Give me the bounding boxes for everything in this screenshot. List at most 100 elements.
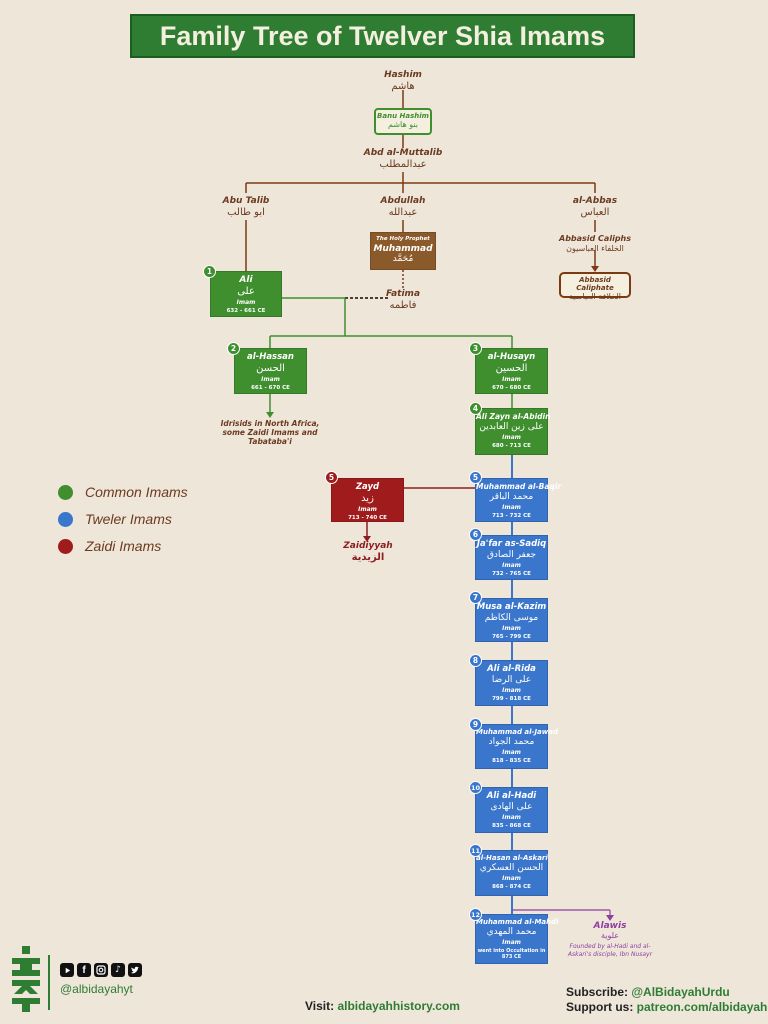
imam-role: Imam xyxy=(502,376,521,383)
node-name: Hashim xyxy=(384,70,422,80)
imam-name: Muhammad al-Baqir xyxy=(476,482,562,491)
node-name: Banu Hashim xyxy=(377,112,429,120)
facebook-icon[interactable]: f xyxy=(77,963,91,977)
imam-arabic: الحسن xyxy=(256,363,285,374)
legend-item: Tweler Imams xyxy=(58,511,188,527)
twitter-icon[interactable] xyxy=(128,963,142,977)
imam-role: Imam xyxy=(502,434,521,441)
imam-arabic: محمد الجواد xyxy=(488,737,535,747)
node-abd-al-muttalib: Abd al-Muttalib عبدالمطلب xyxy=(353,148,453,170)
imam-arabic: جعفر الصادق xyxy=(486,550,537,560)
node-name: Abd al-Muttalib xyxy=(363,148,443,158)
imam-number-badge: 7 xyxy=(469,591,482,604)
imam-name: Musa al-Kazim xyxy=(476,602,547,612)
tiktok-icon[interactable]: ♪ xyxy=(111,963,125,977)
imam-role: Imam xyxy=(502,875,521,882)
imam-card-jafar-as-sadiq: Ja'far as-Sadiq جعفر الصادق Imam 732 - 7… xyxy=(475,535,548,580)
imam-role: Imam xyxy=(502,814,521,821)
imam-years: 661 - 670 CE xyxy=(251,385,290,391)
patreon-link[interactable]: patreon.com/albidayah xyxy=(636,1000,768,1014)
imam-years: 670 - 680 CE xyxy=(492,385,531,391)
node-arabic: مُحَمَّد xyxy=(392,254,414,264)
imam-role: Imam xyxy=(502,625,521,632)
support-line: Support us: patreon.com/albidayah xyxy=(566,1000,767,1014)
node-abu-talib: Abu Talib ابو طالب xyxy=(206,196,286,218)
visit-label: Visit: xyxy=(305,999,335,1013)
title-banner: Family Tree of Twelver Shia Imams xyxy=(130,14,635,58)
legend: Common Imams Tweler Imams Zaidi Imams xyxy=(58,484,188,554)
page-title: Family Tree of Twelver Shia Imams xyxy=(159,20,606,51)
imam-number-badge: 10 xyxy=(469,781,482,794)
instagram-icon[interactable] xyxy=(94,963,108,977)
social-handle[interactable]: @albidayahyt xyxy=(60,982,133,996)
imam-arabic: محمد المهدي xyxy=(486,927,537,937)
imam-years: 713 - 740 CE xyxy=(348,515,387,521)
node-arabic: هاشم xyxy=(391,81,415,92)
imam-card-ali-al-hadi: Ali al-Hadi علی الهادی Imam 835 - 868 CE xyxy=(475,787,548,833)
subscribe-link[interactable]: @AlBidayahUrdu xyxy=(631,985,730,999)
imam-arabic: الحسن العسكري xyxy=(479,863,544,873)
imam-role: Imam xyxy=(502,687,521,694)
node-name: al-Abbas xyxy=(572,196,618,206)
imam-number-badge: 12 xyxy=(469,908,482,921)
imam-number-badge: 5 xyxy=(325,471,338,484)
imam-number-badge: 11 xyxy=(469,844,482,857)
imam-number-badge: 1 xyxy=(203,265,216,278)
imam-name: al-Hasan al-Askari xyxy=(476,854,548,862)
youtube-icon[interactable] xyxy=(60,963,74,977)
node-hashim: Hashim هاشم xyxy=(363,70,443,92)
imam-years: 835 - 868 CE xyxy=(492,823,531,829)
node-abbasid-caliphs: Abbasid Caliphs الخلفاء العباسيون xyxy=(553,234,637,253)
imam-years: 732 - 765 CE xyxy=(492,571,531,577)
imam-card-ali-al-rida: Ali al-Rida علی الرضا Imam 799 - 818 CE xyxy=(475,660,548,706)
imam-card-muhammad-al-mahdi: Muhammad al-Mahdi محمد المهدي Imam went … xyxy=(475,914,559,964)
node-banu-hashim: Banu Hashim بنو هاشم xyxy=(374,108,432,135)
imam-role: Imam xyxy=(502,939,521,946)
imam-card-zayd: Zayd زيد Imam 713 - 740 CE xyxy=(331,478,404,522)
node-arabic: الخلفاء العباسيون xyxy=(566,244,624,253)
imam-role: Imam xyxy=(236,299,256,306)
offshoot-note: Founded by al-Hadi and al-Askari's disci… xyxy=(567,943,653,958)
node-name: Fatima xyxy=(385,289,421,299)
legend-label: Common Imams xyxy=(85,484,188,500)
imam-arabic: محمد الباقر xyxy=(489,492,534,502)
node-name: Abu Talib xyxy=(222,196,270,206)
legend-label: Tweler Imams xyxy=(85,511,172,527)
imam-role: Imam xyxy=(358,506,377,513)
logo-divider xyxy=(48,955,50,1010)
imam-role: Imam xyxy=(261,376,280,383)
imam-name: Muhammad al-Mahdi xyxy=(476,918,559,926)
imam-card-ali: Ali علی Imam 632 - 661 CE xyxy=(210,271,282,317)
node-arabic: عبدالله xyxy=(388,207,418,218)
imam-number-badge: 3 xyxy=(469,342,482,355)
imam-card-ali-zayn-al-abidin: Ali Zayn al-Abidin علی زین العابدین Imam… xyxy=(475,408,550,455)
subscribe-label: Subscribe: xyxy=(566,985,629,999)
website-link[interactable]: albidayahhistory.com xyxy=(337,999,460,1013)
node-abdullah: Abdullah عبدالله xyxy=(363,196,443,218)
offshoot-alawis: Alawis علوية Founded by al-Hadi and al-A… xyxy=(560,921,660,959)
imam-years: 680 - 713 CE xyxy=(492,443,531,449)
node-name: Abdullah xyxy=(380,196,426,206)
support-label: Support us: xyxy=(566,1000,634,1014)
imam-number-badge: 4 xyxy=(469,402,482,415)
imam-name: Ali al-Rida xyxy=(487,664,536,674)
imam-arabic: زيد xyxy=(361,493,374,504)
imam-card-al-husayn: al-Husayn الحسين Imam 670 - 680 CE xyxy=(475,348,548,394)
imam-name: Ali xyxy=(239,275,253,285)
social-icons: f ♪ xyxy=(60,963,142,977)
legend-item: Zaidi Imams xyxy=(58,538,188,554)
imam-name: Ali al-Hadi xyxy=(486,791,537,801)
node-fatima: Fatima فاطمه xyxy=(383,289,423,311)
imam-arabic: علی xyxy=(237,286,255,297)
imam-name: al-Husayn xyxy=(487,352,536,362)
imam-years: went into Occultation in 873 CE xyxy=(477,948,546,960)
imam-card-musa-al-kazim: Musa al-Kazim موسى الكاظم Imam 765 - 799… xyxy=(475,598,548,642)
node-arabic: فاطمه xyxy=(389,300,417,311)
imam-arabic: علی زین العابدین xyxy=(479,422,544,432)
legend-label: Zaidi Imams xyxy=(85,538,162,554)
offshoot-idrisids: Idrisids in North Africa, some Zaidi Ima… xyxy=(220,419,320,446)
imam-years: 818 - 835 CE xyxy=(492,758,531,764)
offshoot-name: Zaidiyyah xyxy=(343,541,393,551)
imam-arabic: موسى الكاظم xyxy=(484,613,539,623)
node-name: Abbasid Caliphs xyxy=(559,234,631,243)
